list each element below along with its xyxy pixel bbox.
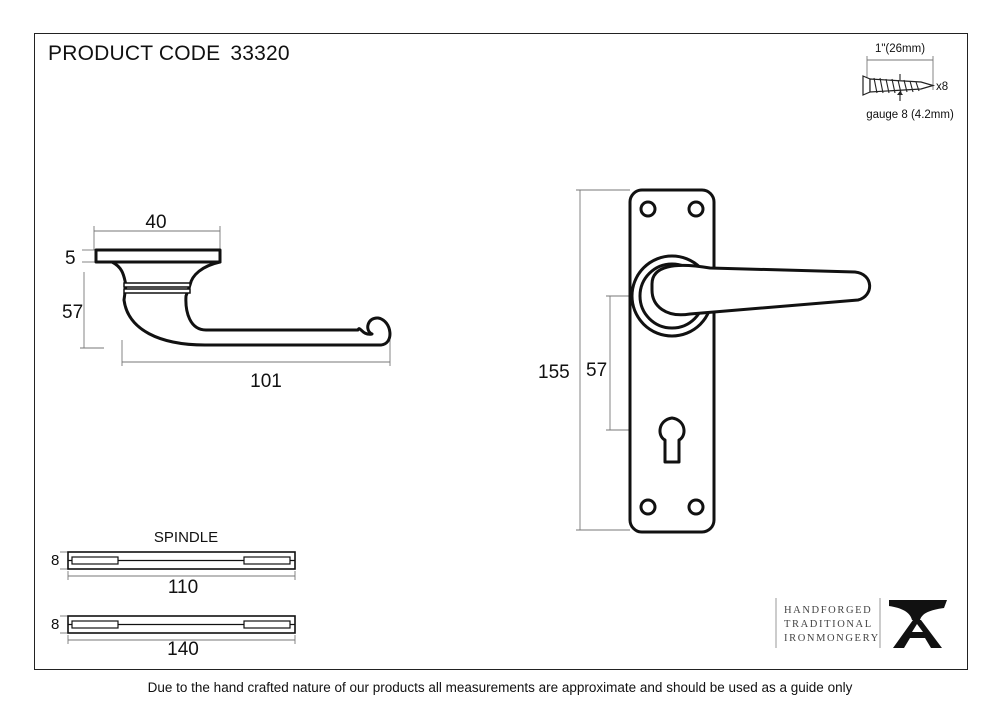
spindle-long-thickness: 8 <box>51 616 59 633</box>
backplate <box>628 188 716 534</box>
spindle-short-length: 110 <box>168 577 198 598</box>
product-code-label: PRODUCT CODE <box>48 42 221 65</box>
lever-handle <box>650 263 872 317</box>
product-code: PRODUCT CODE 33320 <box>48 42 290 66</box>
screw-hole-bottom-left <box>639 498 657 516</box>
brand-line-2: TRADITIONAL <box>784 619 873 630</box>
disclaimer-footer: Due to the hand crafted nature of our pr… <box>147 680 853 695</box>
lever-side-view: 40 5 57 101 <box>62 212 392 392</box>
anvil-icon <box>889 600 947 648</box>
drawing-frame <box>34 33 968 670</box>
spindle-short-thickness: 8 <box>51 552 59 569</box>
keyhole <box>658 416 686 464</box>
rose-plate <box>94 248 222 264</box>
spindle-long: 8 140 <box>51 615 296 660</box>
dim-rose-thickness: 5 <box>65 248 76 269</box>
screw-spec: 1"(26mm) x8 gauge 8 (4.2mm) <box>862 43 954 121</box>
spindle-section: SPINDLE 8 110 8 140 <box>51 529 296 660</box>
backplate-front-view: 155 57 <box>538 188 872 534</box>
product-code-value: 33320 <box>230 42 290 65</box>
screw-quantity: x8 <box>936 81 948 93</box>
brand-line-3: IRONMONGERY <box>784 633 880 644</box>
screw-hole-top-right <box>687 200 705 218</box>
spindle-long-length: 140 <box>167 639 199 660</box>
brand-logo: HANDFORGED TRADITIONAL IRONMONGERY <box>775 598 947 648</box>
dim-lever-to-keyhole: 57 <box>586 360 607 381</box>
spindle-title: SPINDLE <box>154 529 218 546</box>
lever-profile <box>110 260 392 347</box>
dim-lever-width: 40 <box>145 212 166 233</box>
dim-lever-length: 101 <box>250 371 282 392</box>
screw-icon <box>862 75 936 96</box>
dim-backplate-height: 155 <box>538 362 570 383</box>
brand-line-1: HANDFORGED <box>784 605 872 616</box>
screw-gauge-label: gauge 8 (4.2mm) <box>866 109 954 121</box>
dim-lever-height: 57 <box>62 302 83 323</box>
screw-length-label: 1"(26mm) <box>875 43 925 55</box>
spindle-short: 8 110 <box>51 551 296 598</box>
screw-hole-top-left <box>639 200 657 218</box>
screw-hole-bottom-right <box>687 498 705 516</box>
